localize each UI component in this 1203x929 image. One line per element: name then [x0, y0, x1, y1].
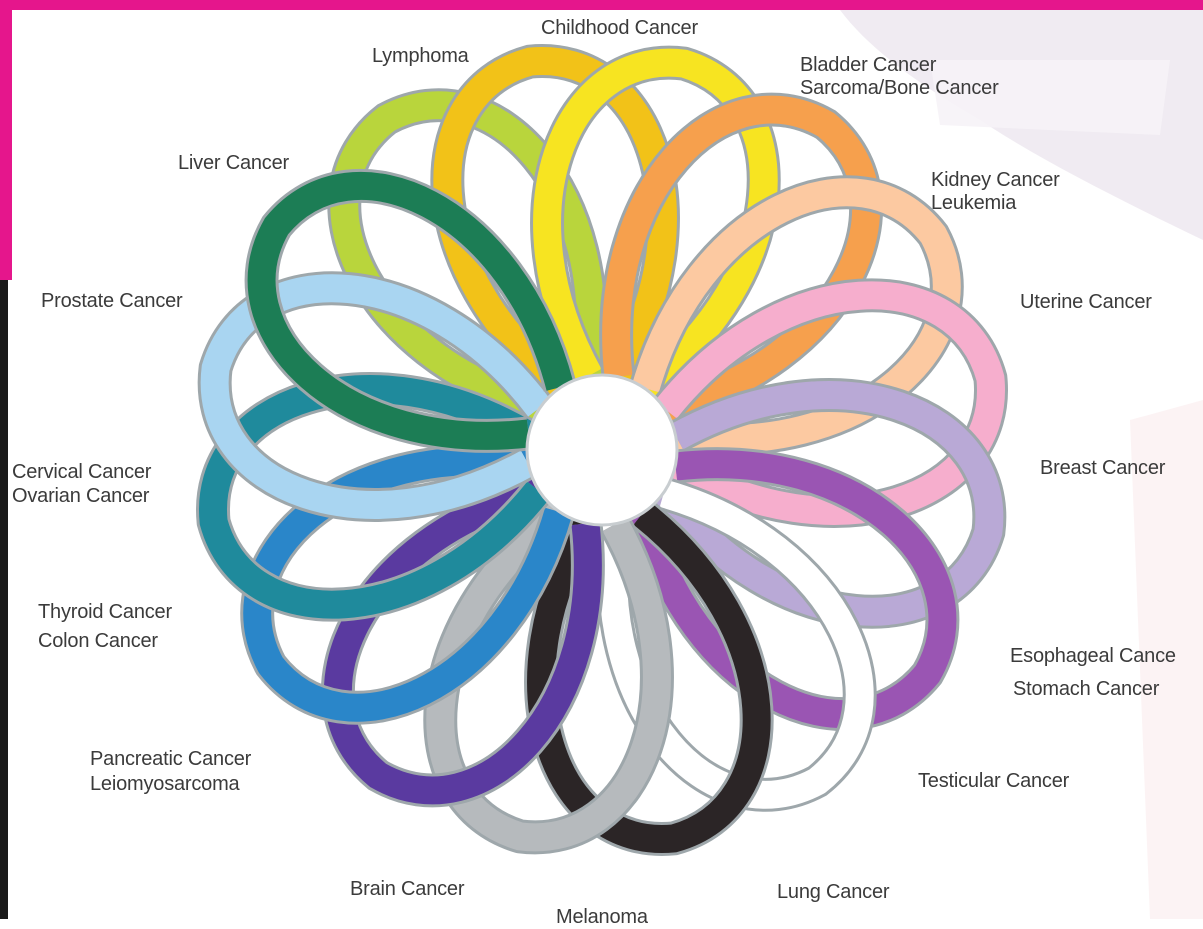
label-kidney-cancer: Kidney Cancer	[931, 169, 1060, 192]
label-leukemia: Leukemia	[931, 192, 1060, 215]
label-bladder-sarcoma: Bladder Cancer Sarcoma/Bone Cancer	[800, 54, 999, 100]
label-childhood-cancer: Childhood Cancer	[541, 16, 698, 40]
label-esophageal-cancer: Esophageal Cance	[1010, 640, 1176, 673]
label-lung-cancer: Lung Cancer	[777, 880, 889, 904]
label-kidney-leukemia: Kidney Cancer Leukemia	[931, 169, 1060, 215]
label-esophageal-stomach: Esophageal Cance Stomach Cancer	[1010, 640, 1176, 706]
label-stomach-cancer: Stomach Cancer	[1013, 673, 1176, 706]
center-hub	[527, 375, 677, 525]
label-melanoma: Melanoma	[556, 905, 648, 929]
label-prostate-cancer: Prostate Cancer	[41, 289, 183, 313]
label-uterine-cancer: Uterine Cancer	[1020, 290, 1152, 314]
label-testicular-cancer: Testicular Cancer	[918, 769, 1069, 793]
label-ovarian-cancer: Ovarian Cancer	[12, 484, 151, 508]
label-lymphoma: Lymphoma	[372, 44, 469, 68]
label-cervical-cancer: Cervical Cancer	[12, 460, 151, 484]
label-pancreatic-leiomyosarcoma: Pancreatic Cancer Leiomyosarcoma	[90, 747, 251, 797]
label-cervical-ovarian: Cervical Cancer Ovarian Cancer	[12, 460, 151, 508]
label-bladder-cancer: Bladder Cancer	[800, 54, 999, 77]
label-thyroid-cancer: Thyroid Cancer	[38, 598, 172, 627]
label-colon-cancer: Colon Cancer	[38, 627, 172, 656]
label-thyroid-colon: Thyroid Cancer Colon Cancer	[38, 598, 172, 656]
label-leiomyosarcoma: Leiomyosarcoma	[90, 772, 251, 797]
label-breast-cancer: Breast Cancer	[1040, 456, 1165, 480]
label-sarcoma-bone-cancer: Sarcoma/Bone Cancer	[800, 77, 999, 100]
label-liver-cancer: Liver Cancer	[178, 151, 289, 175]
label-brain-cancer: Brain Cancer	[350, 877, 464, 901]
label-pancreatic-cancer: Pancreatic Cancer	[90, 747, 251, 772]
